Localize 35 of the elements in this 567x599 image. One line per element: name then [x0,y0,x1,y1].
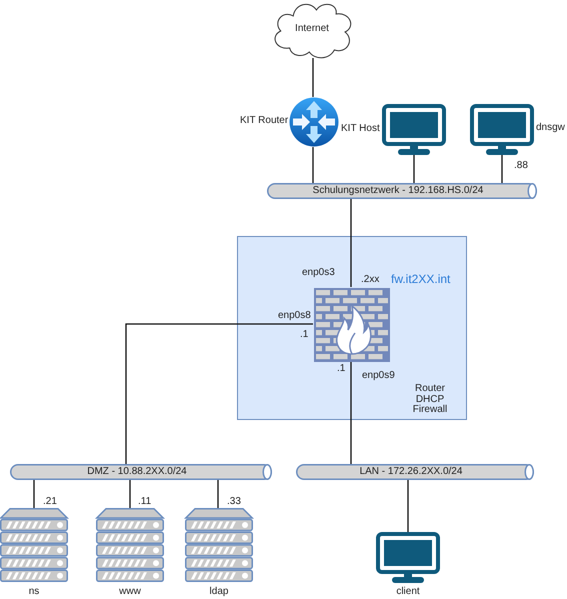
ip-address-label: .1 [337,363,346,375]
connector-line [350,199,352,287]
connector-line [312,58,314,97]
ip-address-label: .33 [227,496,241,508]
device-label: KIT Router [240,115,288,127]
host-panel [237,236,467,420]
device-label: KIT Host [341,123,380,135]
connector-line [312,147,314,183]
interface-label: enp0s3 [302,267,335,279]
device-label: ldap [210,586,228,598]
network-label: LAN - 172.26.2XX.0/24 [360,466,462,478]
connector-line [350,361,352,464]
interface-label: enp0s9 [362,370,395,382]
device-label: www [119,586,141,598]
connector-line [413,155,415,183]
device-label: ns [28,586,40,598]
ip-address-label: .21 [43,496,57,508]
connector-line [33,480,35,508]
cloud-label: Internet [295,23,329,35]
ip-address-label: .1 [300,329,308,341]
device-label: client [396,586,420,598]
connector-line [125,323,313,464]
connector-line [129,480,131,508]
connector-line [407,480,409,532]
interface-label: enp0s8 [278,310,311,322]
ip-address-label: .2xx [361,274,380,286]
ip-address-label: .11 [138,496,152,508]
device-label: dnsgw [536,122,565,134]
hostname-label: fw.it2XX.int [391,272,450,286]
ip-address-label: .88 [514,160,528,172]
network-label: Schulungsnetzwerk - 192.168.HS.0/24 [312,185,484,197]
connector-line [217,480,219,508]
role-list: Router DHCP Firewall [412,384,448,416]
network-label: DMZ - 10.88.2XX.0/24 [87,466,187,478]
connector-line [501,155,503,183]
